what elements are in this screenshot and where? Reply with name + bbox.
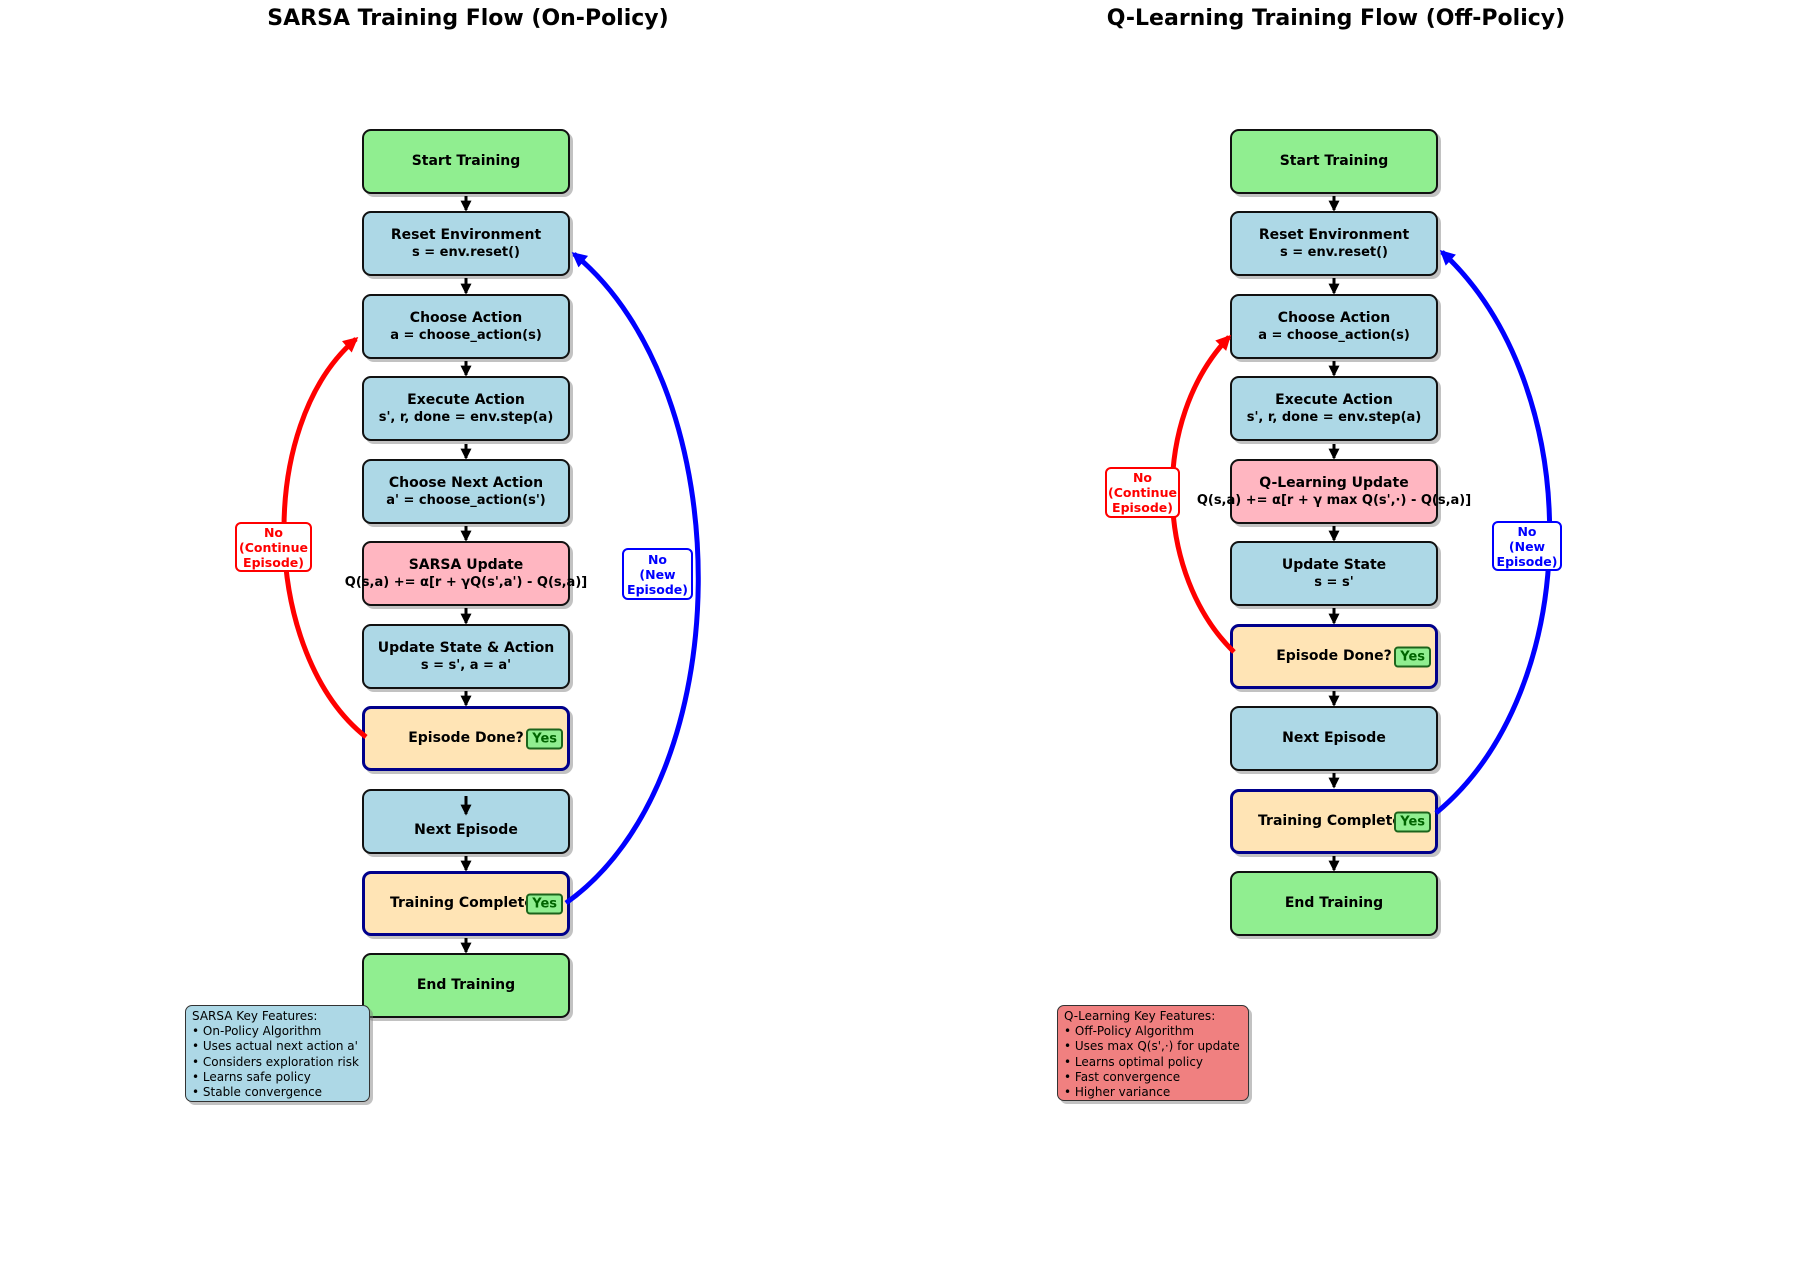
q-execute-action-box: Execute Action s', r, done = env.step(a) (1230, 376, 1438, 441)
box-code: s = s', a = a' (420, 657, 512, 673)
box-code: a = choose_action(s) (1258, 327, 1410, 343)
right-chart-title: Q-Learning Training Flow (Off-Policy) (1106, 6, 1566, 31)
box-formula: Q(s,a) += α[r + γ max Q(s',·) - Q(s,a)] (1196, 492, 1472, 508)
box-label: Choose Action (409, 309, 523, 326)
feature-item: • On-Policy Algorithm (192, 1024, 322, 1039)
q-next-episode-box: Next Episode (1230, 706, 1438, 771)
yes-badge: Yes (1394, 811, 1431, 832)
feature-item: • Uses max Q(s',·) for update (1064, 1039, 1240, 1054)
sarsa-start-training-box: Start Training (362, 129, 570, 194)
box-label: Training Complete? (1258, 813, 1410, 829)
q-start-training-box: Start Training (1230, 129, 1438, 194)
feature-item: • Learns safe policy (192, 1069, 311, 1084)
box-label: Start Training (411, 153, 521, 169)
box-label: Choose Next Action (388, 474, 544, 491)
left-chart-title: SARSA Training Flow (On-Policy) (267, 6, 669, 31)
sarsa-reset-environment-box: Reset Environment s = env.reset() (362, 211, 570, 276)
box-label: Update State (1281, 556, 1387, 573)
box-code: s = s' (1314, 574, 1354, 590)
box-code: a' = choose_action(s') (386, 492, 546, 508)
sarsa-choose-action-box: Choose Action a = choose_action(s) (362, 294, 570, 359)
box-code: s = env.reset() (1280, 244, 1388, 260)
box-code: s', r, done = env.step(a) (378, 409, 554, 425)
box-formula: Q(s,a) += α[r + γQ(s',a') - Q(s,a)] (344, 574, 588, 590)
feature-item: • Fast convergence (1064, 1069, 1181, 1084)
box-label: Reset Environment (1258, 226, 1410, 243)
q-training-complete-decision: Training Complete? Yes (1230, 789, 1438, 854)
box-label: Reset Environment (390, 226, 542, 243)
yes-badge: Yes (526, 728, 563, 749)
sarsa-training-complete-decision: Training Complete? Yes (362, 871, 570, 936)
feature-item: • Off-Policy Algorithm (1064, 1024, 1195, 1039)
sarsa-no-new-episode-label: No (New Episode) (622, 548, 693, 600)
feature-item: • Uses actual next action a' (192, 1039, 358, 1054)
q-no-continue-label: No (Continue Episode) (1105, 467, 1180, 518)
box-code: s = env.reset() (412, 244, 520, 260)
box-label: Next Episode (1282, 730, 1386, 746)
sarsa-next-episode-box: Next Episode (362, 789, 570, 854)
sarsa-update-state-action-box: Update State & Action s = s', a = a' (362, 624, 570, 689)
box-label: Training Complete? (390, 895, 542, 911)
feature-item: • Learns optimal policy (1064, 1054, 1204, 1069)
box-code: s', r, done = env.step(a) (1246, 409, 1422, 425)
features-title: SARSA Key Features: (192, 1009, 318, 1023)
sarsa-end-training-box: End Training (362, 953, 570, 1018)
box-label: Episode Done? (408, 730, 524, 746)
q-update-state-box: Update State s = s' (1230, 541, 1438, 606)
q-key-features-box: Q-Learning Key Features: • Off-Policy Al… (1057, 1005, 1249, 1101)
box-label: Execute Action (1275, 391, 1393, 408)
features-title: Q-Learning Key Features: (1064, 1009, 1216, 1023)
sarsa-choose-next-action-box: Choose Next Action a' = choose_action(s'… (362, 459, 570, 524)
yes-badge: Yes (526, 893, 563, 914)
sarsa-key-features-box: SARSA Key Features: • On-Policy Algorith… (185, 1005, 370, 1102)
box-code: a = choose_action(s) (390, 327, 542, 343)
feature-item: • Higher variance (1064, 1085, 1171, 1100)
q-episode-done-decision: Episode Done? Yes (1230, 624, 1438, 689)
feature-item: • Stable convergence (192, 1085, 323, 1100)
box-label: Choose Action (1277, 309, 1391, 326)
sarsa-execute-action-box: Execute Action s', r, done = env.step(a) (362, 376, 570, 441)
box-label: Q-Learning Update (1259, 474, 1409, 491)
sarsa-update-box: SARSA Update Q(s,a) += α[r + γQ(s',a') -… (345, 541, 587, 606)
box-label: Execute Action (407, 391, 525, 408)
q-reset-environment-box: Reset Environment s = env.reset() (1230, 211, 1438, 276)
sarsa-episode-done-decision: Episode Done? Yes (362, 706, 570, 771)
sarsa-no-continue-label: No (Continue Episode) (235, 522, 312, 572)
box-label: Start Training (1279, 153, 1389, 169)
box-label: Update State & Action (377, 639, 555, 656)
box-label: Next Episode (414, 822, 518, 838)
q-no-new-episode-label: No (New Episode) (1492, 521, 1562, 571)
box-label: Episode Done? (1276, 648, 1392, 664)
q-learning-update-box: Q-Learning Update Q(s,a) += α[r + γ max … (1197, 459, 1471, 524)
q-choose-action-box: Choose Action a = choose_action(s) (1230, 294, 1438, 359)
box-label: End Training (1284, 895, 1384, 911)
q-end-training-box: End Training (1230, 871, 1438, 936)
yes-badge: Yes (1394, 646, 1431, 667)
box-label: End Training (416, 977, 516, 993)
feature-item: • Considers exploration risk (192, 1054, 359, 1069)
box-label: SARSA Update (408, 556, 524, 573)
